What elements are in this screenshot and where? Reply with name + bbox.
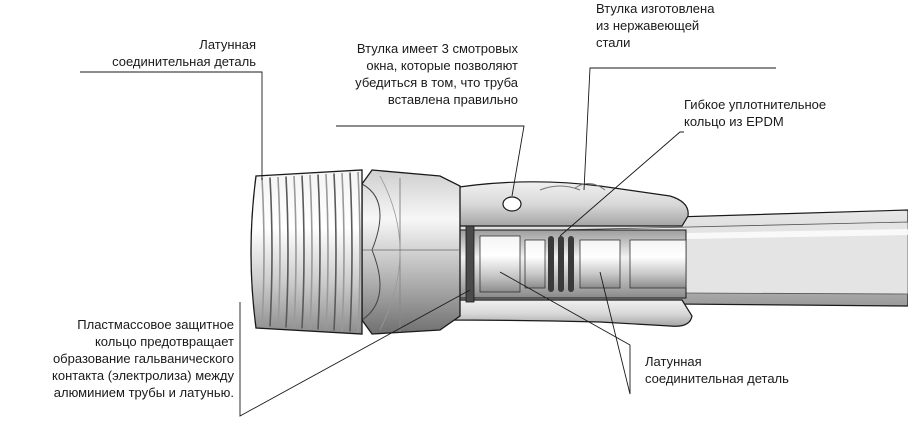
label-brass-fitting-top: Латунная соединительная деталь	[112, 37, 256, 69]
thread-ridge	[341, 172, 345, 332]
thread-ridge	[301, 175, 305, 329]
thread-ridge	[357, 171, 361, 333]
inspection-window	[502, 196, 522, 212]
label-epdm-ring: Гибкое уплотнительное кольцо из EPDM	[684, 97, 827, 129]
thread-ridge	[293, 175, 297, 329]
threaded-end	[250, 169, 363, 335]
plastic-protective-ring	[465, 225, 475, 303]
thread-ridge	[261, 177, 265, 327]
hex-body	[361, 169, 461, 335]
label-sleeve-windows: Втулка имеет 3 смотровых окна, которые п…	[355, 41, 518, 107]
label-brass-fitting-bottom: Латунная соединительная деталь	[645, 354, 789, 386]
thread-ridge	[269, 177, 273, 327]
thread-ridge	[285, 176, 289, 328]
thread-ridge	[349, 172, 353, 332]
thread-ridge	[333, 173, 337, 331]
thread-ridge	[325, 173, 329, 331]
thread-ridge	[309, 174, 313, 330]
label-plastic-ring: Пластмассовое защитное кольцо предотвращ…	[52, 317, 234, 400]
label-sleeve-steel: Втулка изготовлена из нержавеющей стали	[596, 1, 715, 50]
stainless-sleeve	[439, 181, 693, 327]
thread-ridge	[317, 174, 321, 330]
thread-ridge	[277, 176, 281, 328]
epdm-o-rings	[548, 236, 574, 292]
leader-lines	[80, 67, 776, 417]
